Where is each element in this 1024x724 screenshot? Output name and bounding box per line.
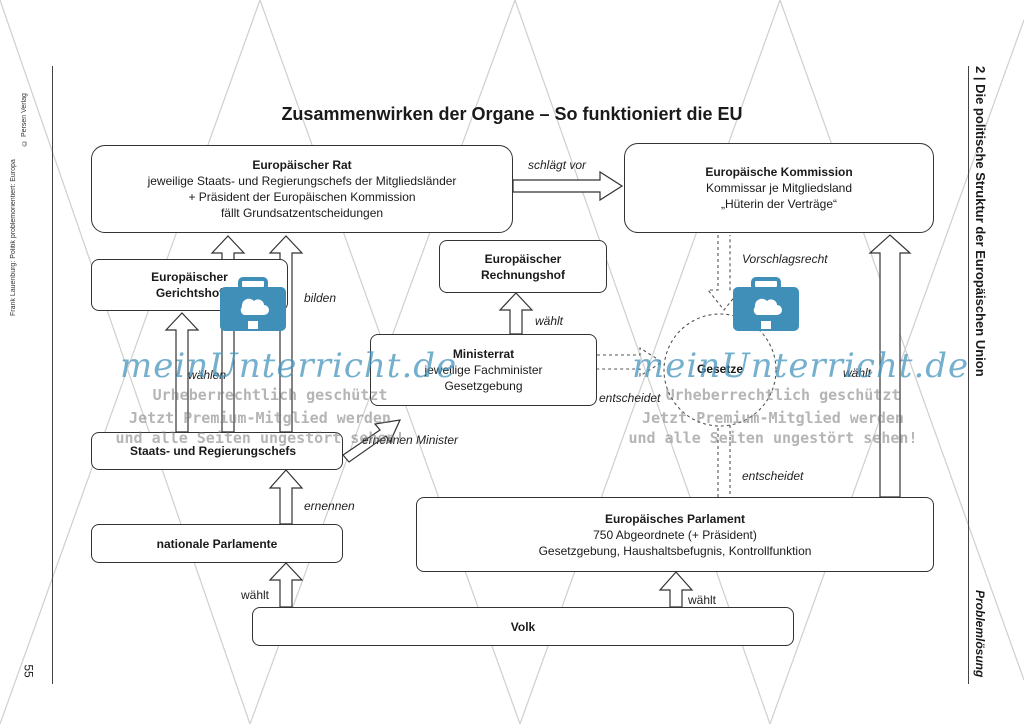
section-label: Problemlösung	[973, 590, 987, 678]
gesetze-circle	[663, 313, 777, 427]
volk-label: Volk	[510, 619, 536, 634]
parlament-heading: Europäisches Parlament	[604, 511, 746, 526]
nationale-label: nationale Parlamente	[156, 536, 278, 551]
arrow-bilden	[268, 235, 304, 433]
right-rule	[968, 66, 969, 684]
arrow-ernennen-minister	[342, 419, 402, 463]
arrow-waehlen	[164, 312, 200, 433]
ministerrat-line1: jeweilige Fachminister	[424, 363, 543, 377]
rat-line3: fällt Grundsatzentscheidungen	[220, 206, 384, 220]
europaeischer-rat-box: Europäischer Rat jeweilige Staats- und R…	[91, 145, 513, 233]
ministerrat-heading: Ministerrat	[452, 347, 515, 361]
arrow-waehlt-rechnungshof	[498, 292, 534, 335]
watermark-line1-left: Urheberrechtlich geschützt	[152, 386, 388, 404]
kommission-line1: Kommissar je Mitgliedsland	[705, 181, 853, 195]
watermark-brand-left: meinUnterricht.de	[120, 346, 458, 386]
watermark-line1-right: Urheberrechtlich geschützt	[665, 386, 901, 404]
gerichtshof-line1: Europäischer	[151, 270, 228, 284]
label-waehlt-left: wählt	[241, 588, 270, 602]
europaeisches-parlament-box: Europäisches Parlament 750 Abgeordnete (…	[416, 497, 934, 572]
chapter-title: 2 | Die politische Struktur der Europäis…	[973, 66, 988, 377]
gesetze-label: Gesetze	[697, 362, 744, 376]
watermark-brand-right: meinUnterricht.de	[632, 346, 970, 386]
kommission-line2: „Hüterin der Verträge“	[720, 197, 838, 211]
arrow-entscheidet-parlament	[717, 425, 731, 497]
parlament-line1: 750 Abgeordnete (+ Präsident)	[593, 527, 757, 542]
label-schlaegt-vor: schlägt vor	[528, 158, 587, 172]
arrow-waehlen-2	[210, 235, 246, 433]
label-waehlen: wählen	[188, 368, 227, 382]
rat-line1: jeweilige Staats- und Regierungschefs de…	[147, 174, 457, 188]
kommission-heading: Europäische Kommission	[705, 165, 853, 179]
ministerrat-line2: Gesetzgebung	[444, 379, 523, 393]
staats-label: Staats- und Regierungschefs	[130, 444, 297, 458]
arrow-schlaegt-vor	[512, 170, 624, 202]
rat-heading: Europäischer Rat	[252, 158, 352, 172]
staats-regierungschefs-box: Staats- und Regierungschefs	[91, 432, 343, 470]
watermark-line3-right: und alle Seiten ungestört sehen!	[628, 429, 918, 447]
watermark-line2-left: Jetzt Premium-Mitglied werden	[129, 409, 391, 427]
label-waehlt-rechnungshof: wählt	[535, 314, 564, 328]
label-waehlt-right: wählt	[688, 593, 717, 607]
gerichtshof-line2: Gerichtshof	[155, 286, 224, 300]
left-rule	[52, 66, 53, 684]
rat-line2: + Präsident der Europäischen Kommission	[188, 190, 416, 204]
label-entscheidet-ministerrat: entscheidet	[599, 391, 661, 405]
label-bilden: bilden	[304, 291, 337, 305]
label-waehlt-kommission: wählt	[843, 366, 872, 380]
watermark-line2-right: Jetzt Premium-Mitglied werden	[642, 409, 904, 427]
rechnungshof-line2: Rechnungshof	[481, 267, 565, 282]
label-vorschlagsrecht: Vorschlagsrecht	[742, 252, 828, 266]
parlament-line2: Gesetzgebung, Haushaltsbefugnis, Kontrol…	[538, 543, 812, 558]
arrow-waehlt-kommission	[868, 234, 912, 498]
volk-box: Volk	[252, 607, 794, 646]
briefcase-icon	[220, 277, 286, 331]
page-title: Zusammenwirken der Organe – So funktioni…	[281, 104, 743, 124]
nationale-parlamente-box: nationale Parlamente	[91, 524, 343, 563]
label-entscheidet-parlament: entscheidet	[742, 469, 804, 483]
label-ernennen: ernennen	[304, 499, 355, 513]
arrow-waehlt-right	[658, 571, 694, 608]
rechnungshof-line1: Europäischer	[484, 251, 562, 266]
arrow-entscheidet-ministerrat	[597, 346, 664, 378]
label-ernennen-minister: ernennen Minister	[362, 433, 459, 447]
arrow-ernennen	[268, 469, 304, 525]
ministerrat-box: Ministerrat jeweilige Fachminister Geset…	[370, 334, 597, 406]
briefcase-icon	[733, 277, 799, 331]
europaeische-kommission-box: Europäische Kommission Kommissar je Mitg…	[624, 143, 934, 233]
arrow-waehlt-left	[268, 562, 304, 608]
watermark-line3-left: und alle Seiten ungestört sehen!	[115, 429, 405, 447]
rechnungshof-box: Europäischer Rechnungshof	[439, 240, 607, 293]
arrow-vorschlagsrecht	[706, 235, 742, 311]
